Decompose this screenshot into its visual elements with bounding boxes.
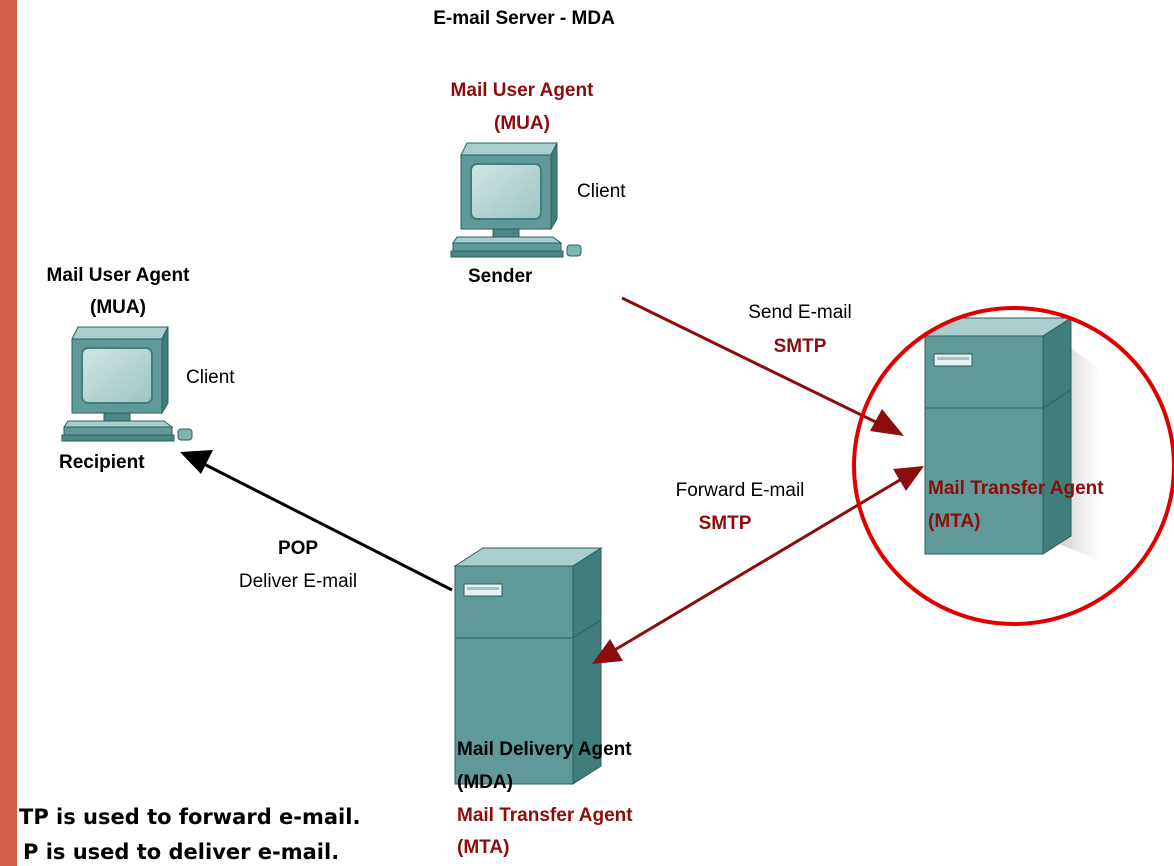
recipient-computer-icon	[61, 326, 193, 442]
deliver-email-action-label: Deliver E-mail	[238, 571, 358, 592]
note-smtp-forward: TP is used to forward e-mail.	[19, 805, 361, 829]
mta-agent-abbr: (MTA)	[928, 511, 981, 532]
sender-role-label: Client	[577, 181, 626, 202]
mda-agent-label: Mail Delivery Agent	[457, 739, 632, 760]
forward-email-protocol-label: SMTP	[698, 513, 752, 534]
recipient-name-label: Recipient	[59, 452, 145, 473]
sender-agent-label: Mail User Agent	[450, 80, 594, 101]
mda-agent-abbr: (MDA)	[457, 772, 513, 793]
recipient-role-label: Client	[186, 367, 235, 388]
diagram-title: E-mail Server - MDA	[433, 8, 615, 29]
recipient-agent-abbr: (MUA)	[90, 297, 146, 318]
sender-name-label: Sender	[468, 266, 533, 287]
recipient-agent-label: Mail User Agent	[46, 265, 190, 286]
deliver-email-protocol-label: POP	[277, 538, 319, 559]
note-pop-deliver: P is used to deliver e-mail.	[23, 840, 340, 864]
mta-agent-label: Mail Transfer Agent	[928, 478, 1104, 499]
forward-email-action-label: Forward E-mail	[675, 480, 805, 501]
send-email-action-label: Send E-mail	[748, 302, 852, 323]
sender-agent-abbr: (MUA)	[494, 113, 550, 134]
mta-highlight-circle	[852, 306, 1174, 626]
left-border-stripe	[0, 0, 17, 866]
sender-computer-icon	[450, 142, 582, 258]
mda-mta-abbr: (MTA)	[457, 837, 510, 858]
mda-mta-label: Mail Transfer Agent	[457, 805, 633, 826]
deliver-email-arrow	[180, 450, 453, 592]
send-email-arrow	[621, 296, 904, 436]
send-email-protocol-label: SMTP	[773, 336, 827, 357]
